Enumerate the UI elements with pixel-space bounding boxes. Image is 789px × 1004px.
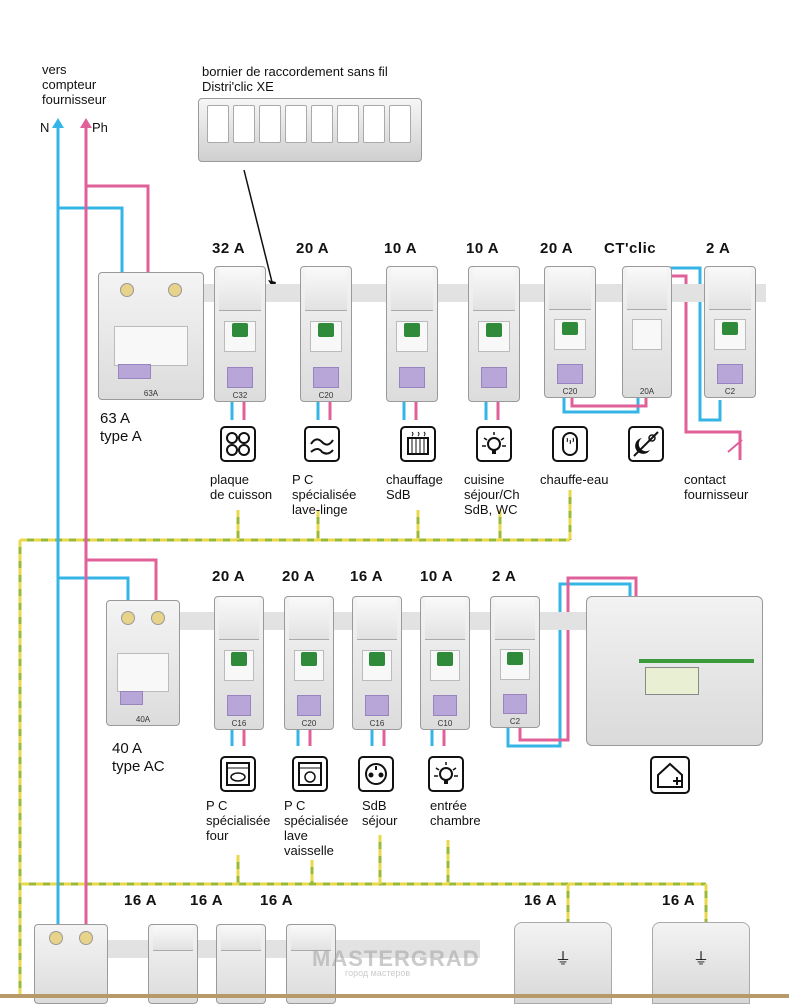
ctclic-contactor: 20A [622,266,672,398]
load-label: plaque de cuisson [210,472,273,502]
load-label: P C spécialisée lave-linge [292,472,357,517]
breaker-16a: C16 [352,596,402,730]
socket-rating: 16 A [524,892,558,909]
load-label: cuisine séjour/Ch SdB, WC [464,472,520,517]
load-label: chauffage SdB [386,472,443,502]
rcd-40a-rating: 40 A [112,740,143,757]
bornier-label: bornier de raccordement sans fil Distri'… [202,64,388,94]
breaker-rating: 20 A [296,240,330,257]
breaker-rating: 10 A [384,240,418,257]
breaker-32a: C32 [214,266,266,402]
load-label: chauffe-eau [540,472,609,487]
breaker-rating: 16 A [124,892,158,909]
bottom-edge [0,994,789,998]
socket-rating: 16 A [662,892,696,909]
rcd-40a-type: type AC [112,758,165,775]
breaker-16a [286,924,336,1004]
breaker-rating: 16 A [190,892,224,909]
phase-label: Ph [92,120,108,135]
breaker-rating: 2 A [706,240,731,257]
neutral-wires [56,128,722,998]
rcd-63a-type: type A [100,428,142,445]
neutral-label: N [40,120,50,135]
earth-icon: ⏚ [693,951,710,968]
load-label: P C spécialisée four [206,798,271,843]
breaker-10a: C10 [420,596,470,730]
lamp-icon [476,426,512,462]
breaker-2a: C2 [490,596,540,728]
dishwasher-icon [292,756,328,792]
din-socket: ⏚ [514,922,612,1004]
oven-icon [220,756,256,792]
breaker-rating: 16 A [260,892,294,909]
breaker-16a-oven: C16 [214,596,264,730]
load-label: entrée chambre [430,798,481,828]
breaker-rating: 20 A [540,240,574,257]
energy-control-unit [586,596,763,746]
load-label: contact fournisseur [684,472,749,502]
home-plus-icon [650,756,690,794]
socket-icon [358,756,394,792]
breaker-rating: 10 A [466,240,500,257]
breaker-20a: C20 [300,266,352,402]
rcd-row3 [34,924,108,1004]
breaker-rating: 32 A [212,240,246,257]
rcd-40a: 40A [106,600,180,726]
breaker-10a [386,266,438,402]
breaker-2a: C2 [704,266,756,398]
night-day-icon [628,426,664,462]
heater-icon [400,426,436,462]
breaker-rating: 16 A [350,568,384,585]
rcd-63a: 63A [98,272,204,400]
din-socket: ⏚ [652,922,750,1004]
load-label: P C spécialisée lave vaisselle [284,798,349,858]
lamp-icon [428,756,464,792]
watermark-sub: город мастеров [345,968,411,978]
ctclic-label: CT'clic [604,240,657,257]
breaker-rating: 2 A [492,568,517,585]
ecu-screen [645,667,699,695]
hob-icon [220,426,256,462]
washing-machine-icon [304,426,340,462]
breaker-16a [216,924,266,1004]
breaker-rating: 10 A [420,568,454,585]
breaker-rating: 20 A [212,568,246,585]
rcd-63a-rating: 63 A [100,410,131,427]
breaker-20a-dishwasher: C20 [284,596,334,730]
load-label: SdB séjour [362,798,398,828]
earth-icon: ⏚ [555,951,572,968]
phase-wires [84,128,742,998]
breaker-10a [468,266,520,402]
breaker-16a [148,924,198,1004]
breaker-20a-water-heater: C20 [544,266,596,398]
watermark: MASTERGRAD [312,946,480,971]
bornier-block [198,98,422,162]
breaker-rating: 20 A [282,568,316,585]
water-heater-icon [552,426,588,462]
supply-note: vers compteur fournisseur [42,62,107,107]
